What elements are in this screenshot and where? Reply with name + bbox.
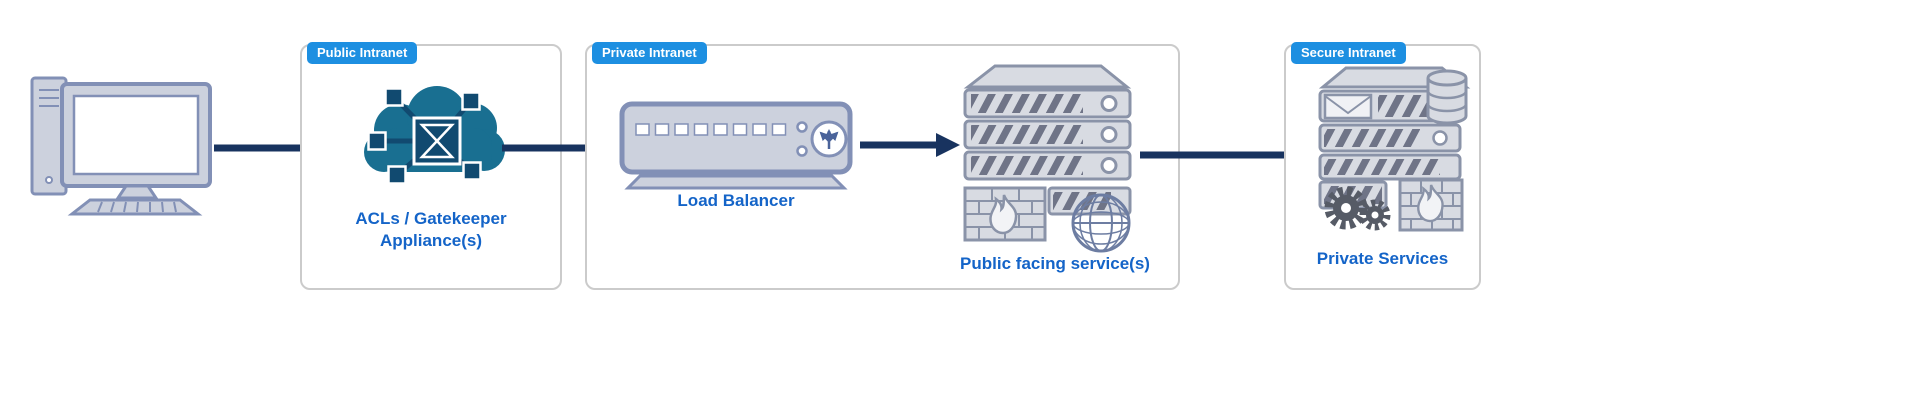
- branch-arrows-glyph: [810, 120, 848, 158]
- zone-tag-public-intranet: Public Intranet: [307, 42, 418, 64]
- gear-icon: [1359, 199, 1391, 231]
- load-balancer-ports: [635, 123, 787, 136]
- computer-keyboard: [67, 198, 203, 216]
- flame-icon: [989, 194, 1018, 235]
- acl-gatekeeper-cloud-icon: [364, 86, 505, 185]
- load-balancer-body: [619, 101, 853, 175]
- arrow-load-balancer-to-public-services: [860, 133, 960, 157]
- gear-icon: [1324, 186, 1368, 230]
- status-led: [796, 145, 808, 157]
- zone-tag-secure-intranet: Secure Intranet: [1291, 42, 1406, 64]
- mail-server-unit: [1318, 89, 1462, 123]
- gears-unit: [1318, 180, 1391, 231]
- status-led: [796, 121, 808, 133]
- caption-acl-gatekeeper: ACLs / Gatekeeper Appliance(s): [300, 208, 562, 252]
- database-icon: [1426, 69, 1468, 125]
- zone-tag-private-intranet: Private Intranet: [592, 42, 707, 64]
- envelope-icon: [1323, 93, 1373, 120]
- load-balancer-icon: [619, 101, 853, 190]
- globe-icon: [1071, 193, 1131, 253]
- server-top-lid: [963, 64, 1132, 89]
- server-unit: [1318, 123, 1462, 153]
- server-unit: [963, 88, 1132, 119]
- caption-line-2: Appliance(s): [379, 231, 483, 250]
- acl-network-nodes: [367, 87, 482, 185]
- load-balancer-base: [624, 174, 848, 190]
- computer-monitor: [60, 82, 212, 200]
- desktop-computer-icon: [30, 76, 212, 216]
- flame-icon: [1417, 184, 1444, 223]
- caption-load-balancer: Load Balancer: [677, 191, 795, 210]
- firewall-icon: [963, 186, 1047, 242]
- caption-line-1: ACLs / Gatekeeper: [355, 209, 507, 228]
- firewall-icon: [1398, 178, 1464, 232]
- server-unit: [1318, 153, 1462, 181]
- server-unit: [963, 119, 1132, 150]
- server-unit: [963, 150, 1132, 181]
- caption-public-facing-services: Public facing service(s): [960, 254, 1150, 273]
- private-services-stack-icon: [1318, 66, 1471, 232]
- caption-private-services: Private Services: [1316, 249, 1449, 268]
- zone-public-intranet: Public Intranet: [300, 42, 562, 290]
- server-stack-firewall-globe-icon: [963, 64, 1132, 253]
